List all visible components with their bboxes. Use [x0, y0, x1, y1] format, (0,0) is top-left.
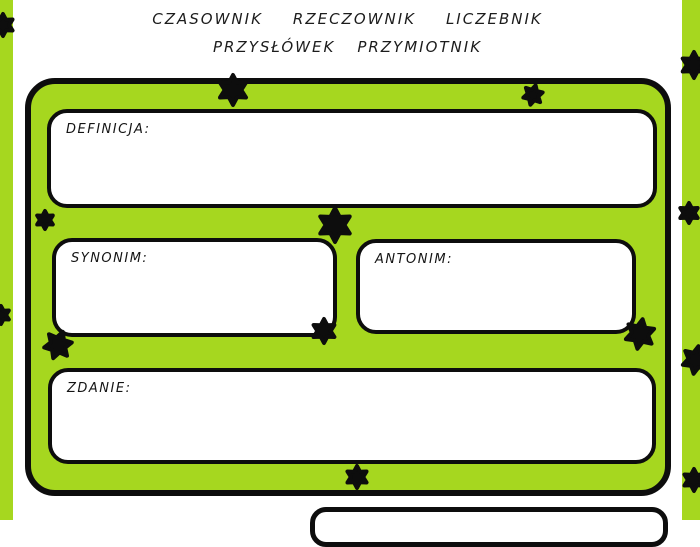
word-bank: CZASOWNIK RZECZOWNIK LICZEBNIK PRZYSŁÓWE…	[13, 10, 682, 56]
synonym-label: SYNONIM:	[71, 251, 149, 266]
word-przyslowek: PRZYSŁÓWEK	[212, 38, 336, 56]
word-przymiotnik: PRZYMIOTNIK	[357, 38, 483, 56]
antonym-label: ANTONIM:	[375, 252, 453, 267]
definition-field[interactable]: DEFINICJA:	[47, 109, 657, 208]
antonym-field[interactable]: ANTONIM:	[356, 239, 636, 334]
word-bank-row-1: CZASOWNIK RZECZOWNIK LICZEBNIK	[13, 10, 682, 28]
word-rzeczownik: RZECZOWNIK	[292, 10, 416, 28]
page-edge-strip-left	[0, 0, 13, 520]
page-edge-strip-right	[682, 0, 700, 520]
definition-label: DEFINICJA:	[66, 122, 151, 137]
synonym-field[interactable]: SYNONIM:	[52, 238, 337, 337]
word-bank-row-2: PRZYSŁÓWEK PRZYMIOTNIK	[13, 38, 682, 56]
sentence-label: ZDANIE:	[67, 381, 132, 396]
sentence-field[interactable]: ZDANIE:	[48, 368, 656, 464]
word-liczebnik: LICZEBNIK	[445, 10, 543, 28]
next-box-partial[interactable]	[310, 507, 668, 547]
organizer-board: DEFINICJA: SYNONIM: ANTONIM: ZDANIE:	[25, 78, 671, 496]
word-czasownik: CZASOWNIK	[152, 10, 263, 28]
